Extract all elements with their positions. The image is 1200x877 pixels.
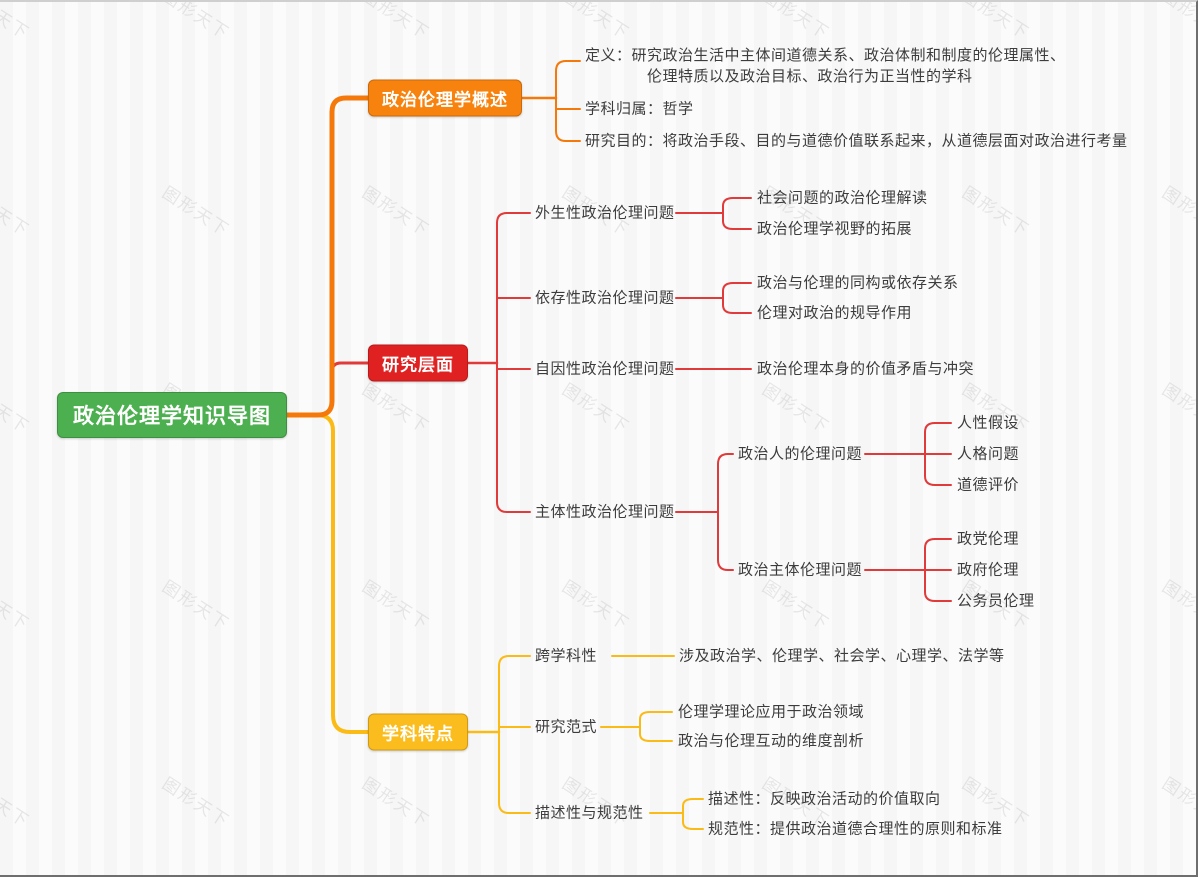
node-exogenous[interactable]: 外生性政治伦理问题	[535, 204, 675, 222]
node-civil-servant-ethics[interactable]: 公务员伦理	[957, 592, 1035, 610]
branch-node-levels[interactable]: 研究层面	[368, 344, 468, 382]
branch-node-features[interactable]: 学科特点	[368, 713, 468, 751]
node-ethics-applied[interactable]: 伦理学理论应用于政治领域	[678, 703, 865, 721]
node-government-ethics[interactable]: 政府伦理	[957, 561, 1020, 579]
node-interdisciplinary[interactable]: 跨学科性	[535, 647, 598, 665]
node-related-fields[interactable]: 涉及政治学、伦理学、社会学、心理学、法学等	[679, 647, 1005, 665]
node-descriptive[interactable]: 描述性：反映政治活动的价值取向	[708, 790, 941, 808]
node-party-ethics[interactable]: 政党伦理	[957, 530, 1020, 548]
node-definition[interactable]: 定义：研究政治生活中主体间道德关系、政治体制和制度的伦理属性、 伦理特质以及政治…	[585, 47, 1066, 85]
node-moral-evaluation[interactable]: 道德评价	[957, 476, 1020, 494]
node-political-subject[interactable]: 政治主体伦理问题	[738, 561, 863, 579]
node-purpose[interactable]: 研究目的：将政治手段、目的与道德价值联系起来，从道德层面对政治进行考量	[585, 132, 1128, 150]
node-paradigm[interactable]: 研究范式	[535, 718, 598, 736]
node-dependent[interactable]: 依存性政治伦理问题	[535, 289, 675, 307]
branch-levels-connectors	[330, 197, 952, 602]
node-personality[interactable]: 人格问题	[957, 445, 1020, 463]
branch-node-overview[interactable]: 政治伦理学概述	[368, 79, 522, 117]
root-node[interactable]: 政治伦理学知识导图	[57, 392, 287, 438]
node-self-caused[interactable]: 自因性政治伦理问题	[535, 360, 675, 378]
node-guiding-role[interactable]: 伦理对政治的规导作用	[757, 304, 913, 322]
node-value-conflict[interactable]: 政治伦理本身的价值矛盾与冲突	[757, 360, 975, 378]
node-interaction-analysis[interactable]: 政治与伦理互动的维度剖析	[678, 732, 865, 750]
node-subjective[interactable]: 主体性政治伦理问题	[535, 503, 675, 521]
node-political-person[interactable]: 政治人的伦理问题	[738, 445, 863, 463]
branch-overview-connectors	[274, 60, 581, 418]
branch-features-connectors	[275, 413, 704, 830]
node-normative[interactable]: 规范性：提供政治道德合理性的原则和标准	[708, 820, 1003, 838]
node-discipline[interactable]: 学科归属：哲学	[585, 100, 694, 118]
node-human-nature[interactable]: 人性假设	[957, 414, 1020, 432]
node-isomorphism[interactable]: 政治与伦理的同构或依存关系	[757, 274, 959, 292]
node-descriptive-normative[interactable]: 描述性与规范性	[535, 804, 644, 822]
node-vision-expansion[interactable]: 政治伦理学视野的拓展	[757, 220, 913, 238]
node-social-interpretation[interactable]: 社会问题的政治伦理解读	[757, 189, 928, 207]
